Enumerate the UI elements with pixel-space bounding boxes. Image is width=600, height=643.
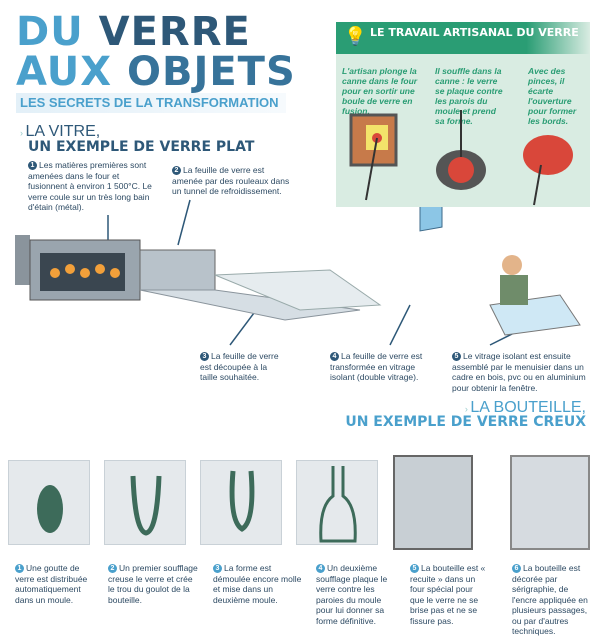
title-objets: OBJETS [126,49,296,95]
bouteille-heading: › LA BOUTEILLE, [464,399,586,416]
step-text: La bouteille est décorée par sérigraphie… [512,563,588,636]
subtitle: LES SECRETS DE LA TRANSFORMATION [16,93,286,113]
lightbulb-icon: 💡 [344,26,367,46]
vitre-heading: › LA VITRE, [20,123,101,140]
step-text: La forme est démoulée encore molle et mi… [213,563,302,605]
artisanal-illustrations [349,110,573,206]
step-number: 5 [452,352,461,362]
step-number: 6 [512,564,521,574]
step-text: Les matières premières sont amenées dans… [28,160,152,212]
first-blow-illustration [104,460,186,545]
step-number: 2 [108,564,117,574]
screen-printing-illustration [510,455,590,550]
step-number: 3 [200,352,209,362]
float-glass-line-illustration [15,195,581,346]
annealing-oven-illustration [393,455,473,550]
artisanal-heading-text: LE TRAVAIL ARTISANAL DU VERRE [370,26,579,39]
second-mould-illustration [200,460,282,545]
step-text: Un premier soufflage creuse le verre et … [108,563,198,605]
step-text: La feuille de verre est découpée à la ta… [200,351,279,382]
step-text: Le vitrage isolant est ensuite assemblé … [452,351,586,393]
bouteille-heading-1: LA BOUTEILLE, [470,399,586,416]
vitre-heading-1: LA VITRE, [25,123,101,140]
title-du: DU [16,9,84,55]
step-number: 5 [410,564,419,574]
step-text: La feuille de verre est transformée en v… [330,351,423,382]
step-number: 3 [213,564,222,574]
artisanal-heading: LE TRAVAIL ARTISANAL DU VERRE [336,22,590,54]
mould-drop-illustration [8,460,90,545]
step-number: 4 [316,564,325,574]
artisanal-step-3: Avec des pinces, il écarte l'ouverture p… [528,66,577,126]
bouteille-heading-2: UN EXEMPLE DE VERRE CREUX [345,414,586,430]
step-number: 4 [330,352,339,362]
artisanal-step-2: Il souffle dans la canne : le verre se p… [435,66,503,126]
step-text: La feuille de verre est amenée par des r… [172,165,290,196]
step-number: 2 [172,166,181,176]
title-aux: AUX [16,49,113,95]
step-text: Un deuxième soufflage plaque le verre co… [316,563,388,626]
artisanal-step-1: L'artisan plonge la canne dans le four p… [342,66,418,116]
step-number: 1 [15,564,24,574]
title-line-1: DU VERRE [16,12,251,52]
step-number: 1 [28,161,37,171]
step-text: Une goutte de verre est distribuée autom… [15,563,88,605]
title-verre: VERRE [98,9,251,55]
vitre-heading-2: UN EXEMPLE DE VERRE PLAT [28,139,255,155]
second-blow-illustration [296,460,378,545]
step-text: La bouteille est « recuite » dans un fou… [410,563,486,626]
title-line-2: AUX OBJETS [16,52,296,92]
